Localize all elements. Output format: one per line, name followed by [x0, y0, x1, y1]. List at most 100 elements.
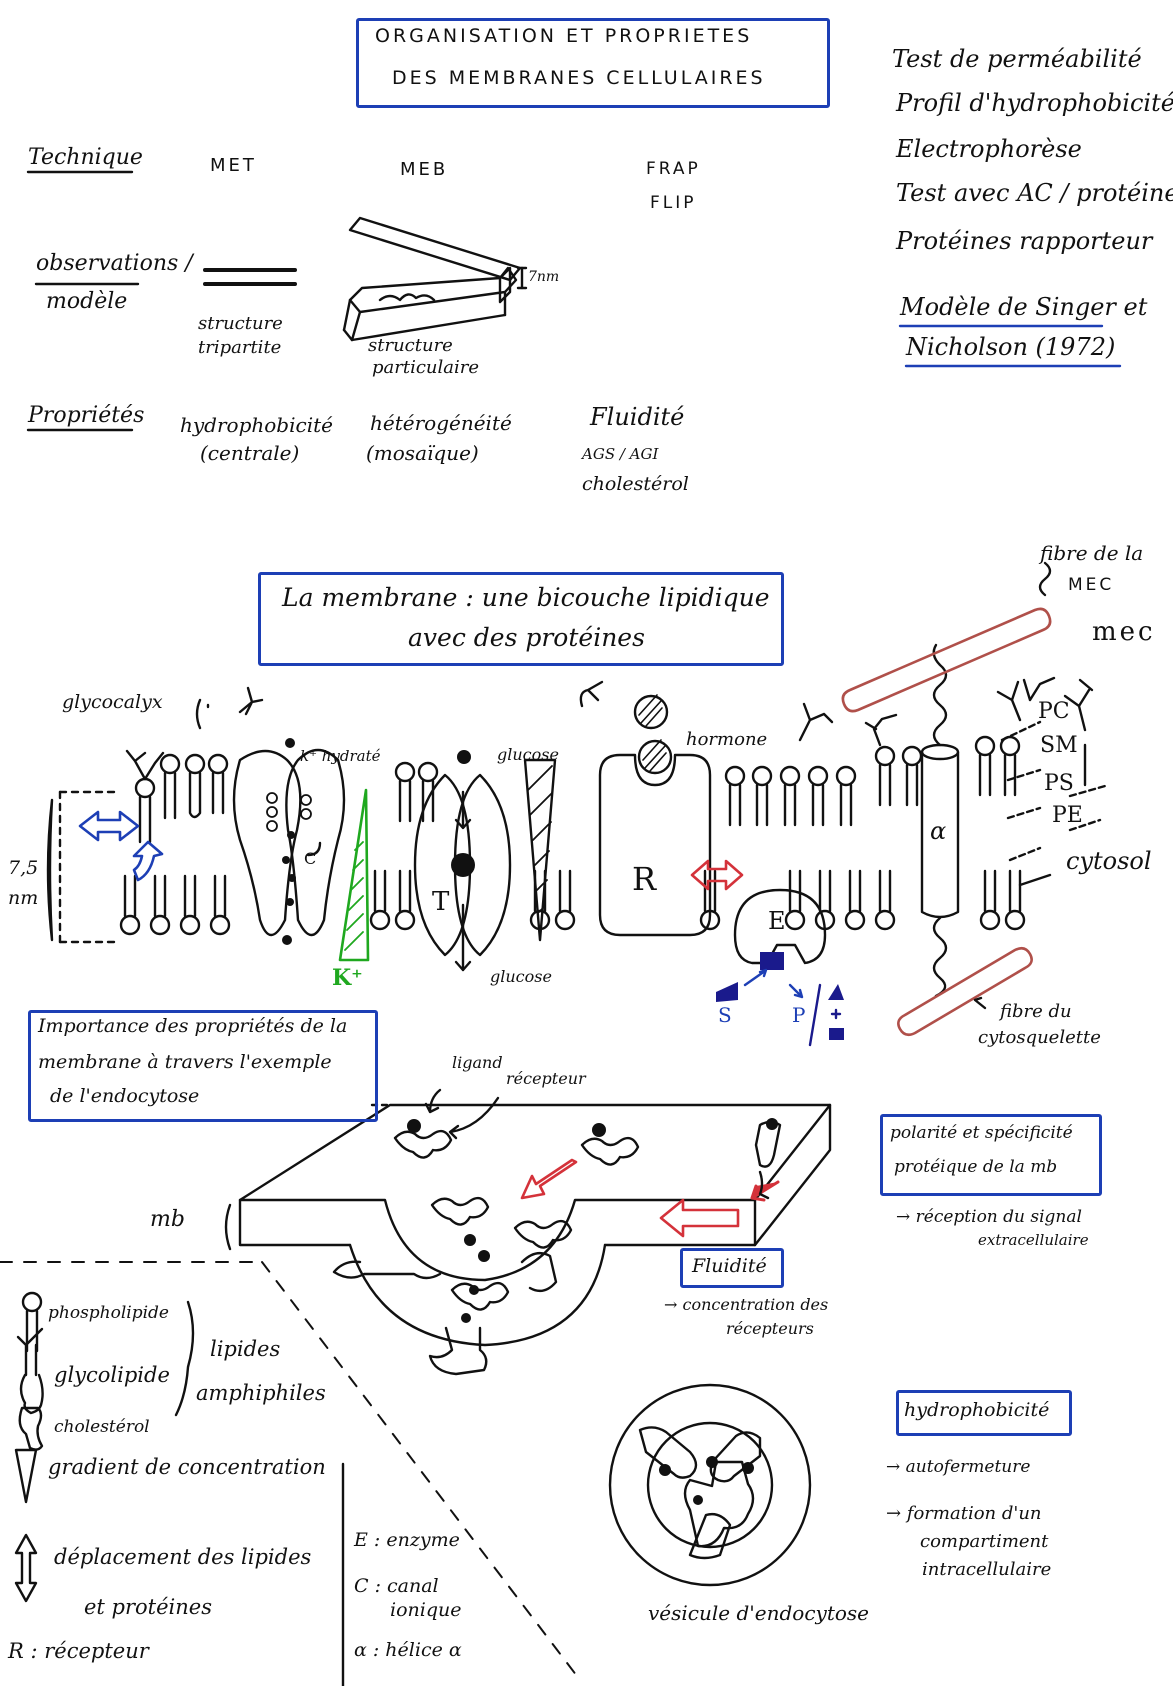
prop-met-2: (centrale): [200, 442, 299, 464]
label-pe: PE: [1052, 804, 1083, 828]
label-recepteur: récepteur: [506, 1070, 586, 1088]
label-thickness-2: nm: [8, 888, 38, 909]
col-flip: FLIP: [650, 194, 697, 213]
legend-lipides-2: amphiphiles: [196, 1382, 326, 1405]
lateral-diffusion-arrow: [80, 812, 138, 840]
label-formation-2: compartiment: [920, 1532, 1048, 1552]
legend-phospholipid-icon: [23, 1293, 41, 1351]
legend-enzyme: E : enzyme: [354, 1530, 460, 1551]
ligand-pointer: [426, 1090, 440, 1112]
row-observations: observations /: [36, 252, 193, 276]
label-fibre-cyto-2: cytosquelette: [978, 1028, 1101, 1048]
met-tripartite-icon: [205, 270, 295, 284]
label-alpha: α: [930, 818, 946, 844]
title-line-1: ORGANISATION ET PROPRIETES: [375, 26, 752, 47]
label-concentration-1: → concentration des: [664, 1296, 828, 1314]
label-k-hydrate: k⁺ hydraté: [300, 748, 381, 765]
label-fluidite: Fluidité: [692, 1256, 767, 1277]
label-ligand: ligand: [452, 1054, 503, 1072]
model-line-2: Nicholson (1972): [906, 334, 1115, 360]
technique-3: Electrophorèse: [896, 136, 1082, 162]
glucose-in-transporter: [451, 853, 475, 877]
meb-dim: 7nm: [528, 270, 559, 285]
label-k-plus: K⁺: [332, 966, 363, 990]
hormone-bound: [639, 740, 671, 773]
legend-brace: [176, 1302, 193, 1415]
receptor-protein: [600, 755, 710, 935]
legend-canal-2: ionique: [390, 1600, 461, 1621]
label-thickness-1: 7,5: [8, 858, 38, 879]
substrate-symbol: [716, 970, 802, 1002]
glucose-molecule-top: [457, 750, 471, 764]
technique-1: Test de perméabilité: [892, 46, 1142, 72]
enzyme-substrate-bound: [760, 952, 784, 970]
label-s: S: [718, 1004, 732, 1026]
label-glycocalyx: glycocalyx: [62, 692, 163, 713]
col-met: MET: [210, 156, 257, 176]
prop-meb-1: hétérogénéité: [370, 412, 512, 434]
technique-2: Profil d'hydrophobicité: [896, 90, 1173, 116]
outer-leaflet-lipids: [136, 737, 1019, 842]
label-pc: PC: [1038, 700, 1070, 724]
red-diffusion-arrow: [692, 861, 742, 889]
label-cytosol: cytosol: [1066, 848, 1152, 874]
label-c: C: [304, 850, 316, 868]
legend-glycolipide: glycolipide: [54, 1364, 170, 1387]
model-line-1: Modèle de Singer et: [900, 294, 1147, 320]
legend-cholesterol-icon: [20, 1408, 42, 1450]
importance-line-2: membrane à travers l'exemple: [38, 1052, 332, 1073]
label-hormone: hormone: [686, 730, 767, 750]
label-reception-1: → réception du signal: [896, 1208, 1082, 1227]
meb-obs-2: particulaire: [372, 358, 479, 378]
cyto-pointer: [975, 998, 985, 1008]
hormone-free: [635, 695, 667, 728]
label-formation-1: → formation d'un: [886, 1504, 1042, 1524]
flip-flop-arrow: [134, 842, 162, 880]
glycocalyx-marks: [197, 682, 896, 745]
glycolipid-sugar: [127, 751, 163, 779]
label-glucose-top: glucose: [497, 746, 559, 764]
col-frap: FRAP: [646, 160, 701, 179]
legend-gradient-icon: [16, 1450, 36, 1502]
label-sm: SM: [1040, 734, 1078, 758]
legend-helice: α : hélice α: [354, 1640, 462, 1661]
legend-cholesterol: cholestérol: [54, 1418, 150, 1437]
legend-deplacement-2: et protéines: [84, 1596, 212, 1619]
label-vesicule: vésicule d'endocytose: [648, 1602, 869, 1624]
met-obs-1: structure: [198, 314, 283, 334]
slab-ligands: [407, 1118, 778, 1323]
title-line-2: DES MEMBRANES CELLULAIRES: [392, 68, 766, 89]
label-fibre-mec-2: MEC: [1068, 576, 1114, 595]
label-fibre-mec-1: fibre de la: [1040, 542, 1143, 564]
prop-meb-2: (mosaïque): [366, 442, 479, 464]
meb-obs-1: structure: [368, 336, 453, 356]
importance-line-1: Importance des propriétés de la: [38, 1016, 347, 1037]
row-technique: Technique: [28, 146, 143, 170]
label-concentration-2: récepteurs: [726, 1320, 814, 1338]
technique-4: Test avec AC / protéines: [896, 180, 1173, 206]
section-title-line-1: La membrane : une bicouche lipidique: [282, 584, 770, 612]
label-hydrophobicite: hydrophobicité: [904, 1400, 1049, 1421]
technique-5: Protéines rapporteur: [896, 228, 1152, 254]
legend-deplacement-1: déplacement des lipides: [54, 1546, 311, 1569]
label-e: E: [768, 908, 786, 934]
legend-phospholipide: phospholipide: [48, 1304, 169, 1323]
row-modele: modèle: [46, 290, 127, 314]
label-p: P: [792, 1004, 805, 1026]
product-symbols: [810, 984, 844, 1045]
mec-fibre: [843, 609, 1050, 711]
importance-line-3: de l'endocytose: [50, 1086, 199, 1107]
bilayer-thickness-bracket: [48, 792, 120, 942]
label-glucose-bottom: glucose: [490, 968, 552, 986]
label-fibre-cyto-1: fibre du: [1000, 1002, 1072, 1022]
label-polarite-1: polarité et spécificité: [890, 1124, 1073, 1143]
legend-canal-1: C : canal: [354, 1576, 439, 1597]
prop-frap-1: Fluidité: [590, 404, 684, 430]
label-formation-3: intracellulaire: [922, 1560, 1051, 1580]
label-reception-2: extracellulaire: [978, 1232, 1089, 1249]
label-polarite-2: protéique de la mb: [894, 1158, 1057, 1177]
channel-water-circles: [267, 793, 311, 831]
endocytic-vesicle: [610, 1385, 810, 1585]
mec-pointer: [1040, 563, 1050, 595]
